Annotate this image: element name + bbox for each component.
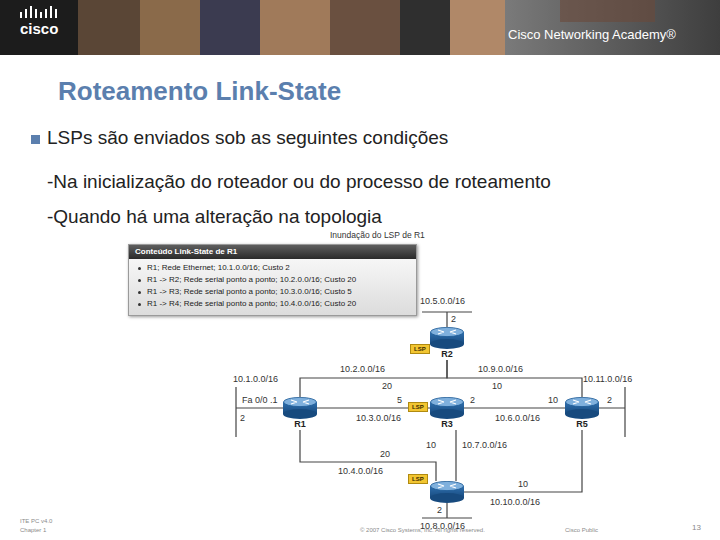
slide-title: Roteamento Link-State [58, 77, 341, 107]
network-wires [236, 312, 625, 518]
router-icon [565, 397, 599, 419]
header-photo [330, 0, 400, 55]
page-number: 13 [692, 523, 701, 532]
header-photo [560, 0, 655, 22]
footer-text: Chapter 1 [20, 527, 46, 534]
network-address: 10.2.0.0/16 [340, 364, 385, 374]
cost-value: 20 [380, 449, 390, 459]
router-label: R5 [565, 419, 599, 430]
network-address: 10.7.0.0/16 [462, 440, 507, 450]
footer-text: Cisco Public [565, 527, 598, 534]
box-body: R1; Rede Ethernet; 10.1.0.0/16; Custo 2 R… [129, 259, 416, 315]
list-item-text: R1 -> R4; Rede serial ponto a ponto; 10.… [147, 299, 356, 308]
bullet-square [31, 135, 40, 144]
router-icon [430, 481, 464, 503]
router-label: R1 [283, 419, 317, 430]
network-address: 10.5.0.0/16 [420, 296, 465, 306]
header-photo [450, 0, 505, 55]
lsp-packet: LSP [410, 344, 430, 354]
cisco-logo-bars [20, 6, 57, 18]
router-label: R3 [430, 419, 464, 430]
network-address: 10.9.0.0/16 [478, 364, 523, 374]
cost-value: 10 [426, 440, 436, 450]
header-photo [400, 0, 450, 55]
cost-value: 2 [437, 505, 442, 515]
bullet-dot [138, 267, 141, 270]
logo-text: cisco [20, 20, 58, 37]
stub-network-line [236, 387, 283, 437]
bullet-dot [138, 291, 141, 294]
stub-network-line [422, 503, 472, 518]
header-photo [200, 0, 260, 55]
footer-text: © 2007 Cisco Systems, Inc. All rights re… [360, 527, 485, 534]
router-label: R2 [430, 349, 464, 360]
list-item: R1 -> R4; Rede serial ponto a ponto; 10.… [129, 298, 416, 310]
list-item: R1; Rede Ethernet; 10.1.0.0/16; Custo 2 [129, 262, 416, 274]
list-item: R1 -> R3; Rede serial ponto a ponto; 10.… [129, 286, 416, 298]
cost-value: 2 [240, 413, 245, 423]
serial-link-line [464, 430, 582, 492]
cost-value: 10 [518, 479, 528, 489]
bullet-dot [138, 303, 141, 306]
serial-link-line [464, 407, 565, 408]
interface-name: Fa 0/0 .1 [242, 395, 278, 405]
header-panel [505, 0, 720, 55]
cost-value: 10 [492, 381, 502, 391]
network-address: 10.4.0.0/16 [338, 466, 383, 476]
list-item-text: R1; Rede Ethernet; 10.1.0.0/16; Custo 2 [147, 263, 290, 272]
cost-value: 10 [548, 395, 558, 405]
network-address: 10.11.0.0/16 [583, 374, 632, 384]
box-heading: Conteúdo Link-State de R1 [129, 245, 416, 259]
lsp-packet: LSP [408, 474, 428, 484]
sub-bullet-text: -Na inicialização do roteador ou do proc… [47, 171, 551, 193]
stub-network-line [422, 312, 472, 327]
serial-link-line [300, 360, 447, 397]
network-address: 10.6.0.0/16 [495, 413, 540, 423]
bullet-text: LSPs são enviados sob as seguintes condi… [47, 127, 448, 149]
cost-value: 2 [607, 395, 612, 405]
link-state-box: Conteúdo Link-State de R1R1; Rede Ethern… [128, 244, 417, 316]
stub-network-line [599, 387, 625, 437]
router-icon [283, 397, 317, 419]
cost-value: 2 [451, 314, 456, 324]
network-address: 10.10.0.0/16 [490, 497, 540, 507]
lsp-packet: LSP [408, 402, 428, 412]
header-photo [260, 0, 330, 55]
header-photo [140, 0, 200, 55]
network-address: 10.1.0.0/16 [233, 374, 278, 384]
footer-text: ITE PC v4.0 [20, 518, 52, 525]
serial-link-line [447, 360, 582, 397]
cost-value: 2 [470, 395, 475, 405]
cost-value: 20 [382, 381, 392, 391]
brand-text: Cisco Networking Academy® [508, 28, 676, 43]
figure-caption: Inundação do LSP de R1 [330, 231, 425, 241]
router-node: R3 [430, 397, 464, 430]
bullet-dot [138, 279, 141, 282]
router-node: R5 [565, 397, 599, 430]
router-node: R1 [283, 397, 317, 430]
header-photo [78, 0, 140, 55]
router-icon [430, 397, 464, 419]
cost-value: 5 [397, 395, 402, 405]
header-band [0, 0, 720, 55]
list-item-text: R1 -> R3; Rede serial ponto a ponto; 10.… [147, 287, 352, 296]
network-address: 10.3.0.0/16 [356, 413, 401, 423]
serial-link-line [455, 430, 456, 481]
router-node: R2 [430, 327, 464, 360]
router-icon [430, 327, 464, 349]
list-item-text: R1 -> R2; Rede serial ponto a ponto; 10.… [147, 275, 356, 284]
sub-bullet-text: -Quando há uma alteração na topologia [47, 206, 382, 228]
list-item: R1 -> R2; Rede serial ponto a ponto; 10.… [129, 274, 416, 286]
